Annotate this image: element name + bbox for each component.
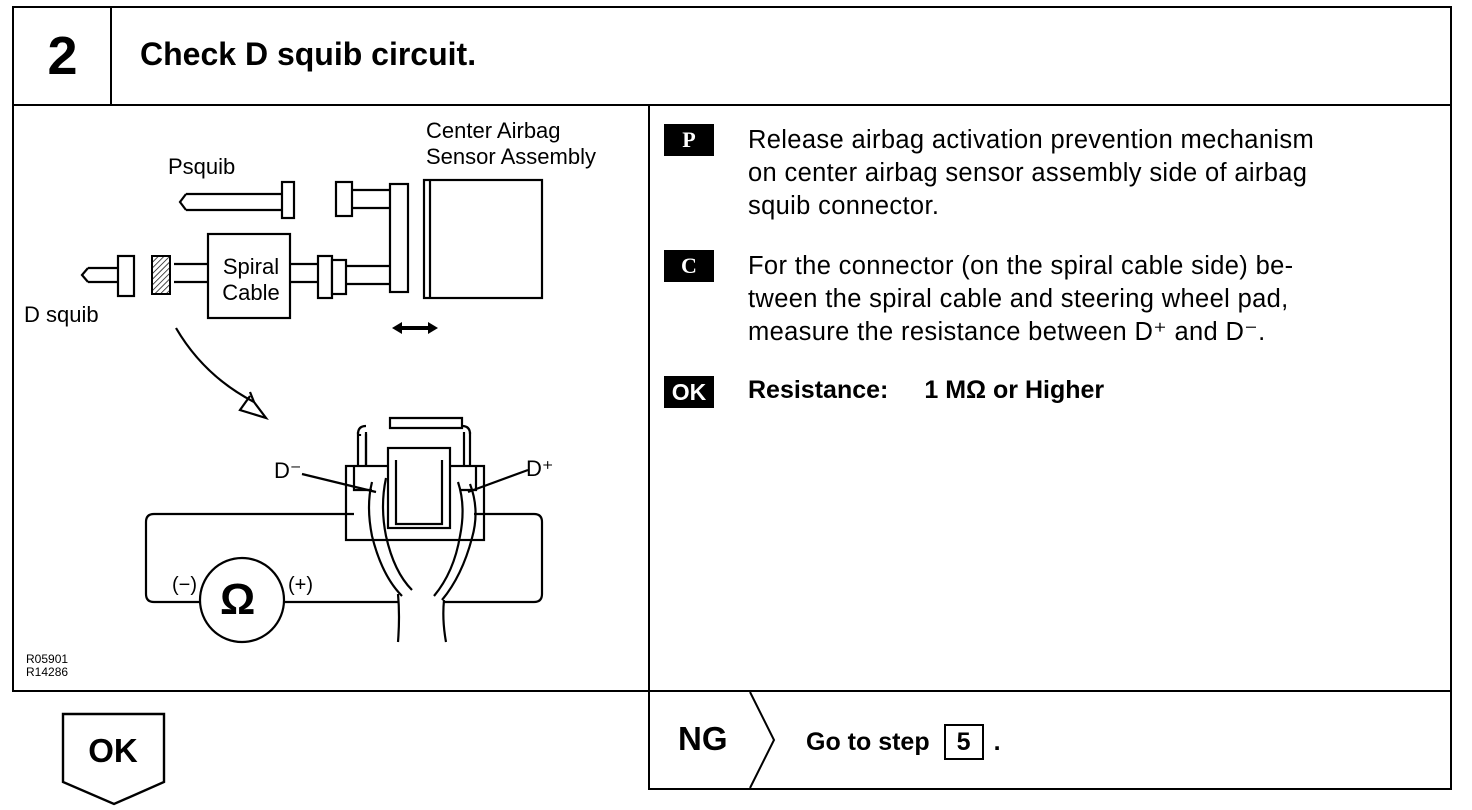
goto-text: Go to step — [806, 727, 930, 756]
spec-value: 1 MΩ or Higher — [924, 376, 1105, 404]
goto-step-number[interactable]: 5 — [943, 724, 984, 760]
ng-result-label: NG — [678, 720, 728, 757]
psquib-label: Psquib — [168, 154, 236, 179]
step-number: 2 — [47, 26, 77, 86]
ohm-symbol: Ω — [220, 575, 256, 624]
ng-chevron — [749, 691, 776, 789]
spiral-cable-label: Spiral Cable — [222, 254, 280, 305]
step-title: Check D squib circuit. — [140, 36, 477, 72]
badge-p: P — [664, 124, 714, 156]
goto-step: Go to step 5 . — [806, 724, 1001, 760]
badge-c: C — [664, 250, 714, 282]
spec-label: Resistance: — [748, 376, 889, 404]
d-squib-label: D squib — [24, 302, 99, 327]
minus-terminal-label: (−) — [172, 574, 197, 596]
circuit-diagram — [80, 178, 544, 644]
d-minus-label: D⁻ — [274, 458, 302, 483]
goto-period: . — [993, 727, 1001, 756]
header-divider — [110, 6, 112, 106]
d-plus-label: D⁺ — [526, 456, 554, 481]
ok-result-label: OK — [88, 732, 138, 769]
body-divider — [648, 104, 650, 692]
center-airbag-label: Center Airbag Sensor Assembly — [426, 118, 596, 169]
badge-ok: OK — [664, 376, 714, 408]
plus-terminal-label: (+) — [288, 574, 313, 596]
figure-code: R05901 R14286 — [26, 652, 69, 679]
ng-box — [648, 690, 1452, 790]
ok-tab-shape — [61, 712, 166, 806]
instruction-p: Release airbag activation prevention mec… — [748, 126, 1315, 220]
instruction-c: For the connector (on the spiral cable s… — [748, 252, 1294, 346]
resistance-spec: Resistance: 1 MΩ or Higher — [748, 376, 1104, 405]
